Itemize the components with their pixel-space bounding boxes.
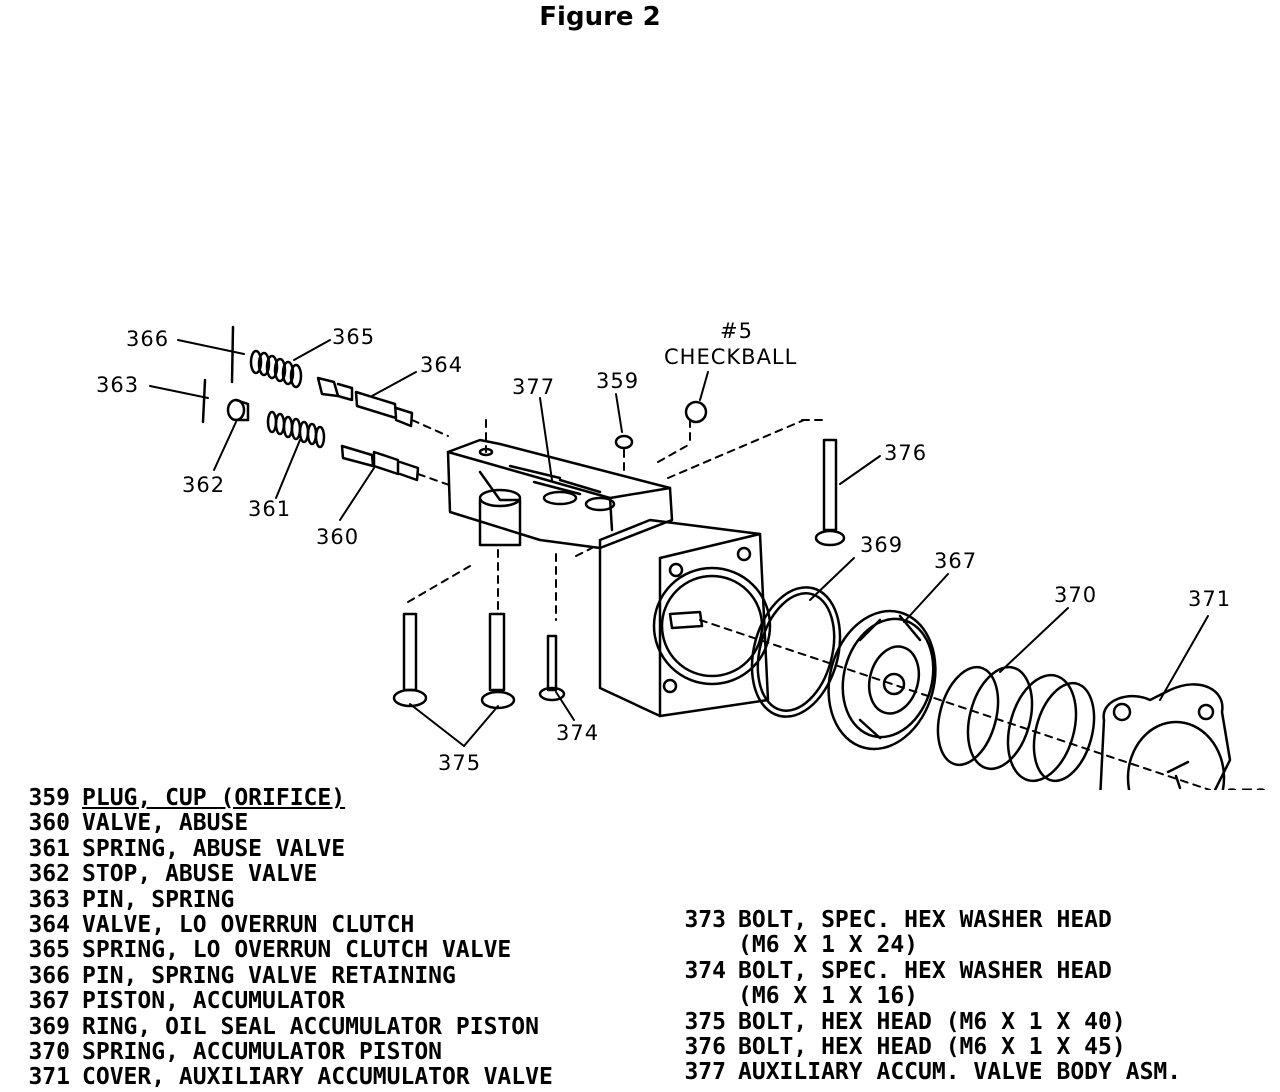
- legend-part-description: VALVE, LO OVERRUN CLUTCH: [82, 912, 415, 939]
- legend-part-description: BOLT, SPEC. HEX WASHER HEAD: [738, 907, 1112, 933]
- callout-374: 374: [556, 721, 599, 745]
- legend-part-description: RING, OIL SEAL ACCUMULATOR PISTON: [82, 1013, 539, 1040]
- legend-part-number: 360: [28, 810, 70, 837]
- legend-part-description: SPRING, ACCUMULATOR PISTON: [82, 1039, 443, 1066]
- legend-row: (M6 X 1 X 16): [664, 984, 1181, 1009]
- stop-362: [226, 398, 250, 422]
- legend-row: 376 BOLT, HEX HEAD (M6 X 1 X 45): [664, 1034, 1181, 1061]
- legend-part-description: BOLT, SPEC. HEX WASHER HEAD: [738, 957, 1112, 984]
- legend-part-description: BOLT, HEX HEAD (M6 X 1 X 45): [738, 1034, 1126, 1061]
- legend-part-number: 369: [28, 1013, 70, 1040]
- spring-370: [936, 665, 1096, 783]
- legend-part-description: COVER, AUXILIARY ACCUMULATOR VALVE: [82, 1064, 553, 1091]
- legend-part-number: 364: [28, 912, 70, 939]
- exploded-parts-diagram: 366 365 363 364 377 359 #5 CHECKBALL 376…: [96, 319, 1269, 790]
- legend-part-number: 367: [28, 988, 70, 1015]
- legend-part-description: PISTON, ACCUMULATOR: [82, 988, 346, 1015]
- legend-part-number: 374: [684, 957, 726, 984]
- legend-part-description: PIN, SPRING VALVE RETAINING: [82, 962, 456, 989]
- callout-366: 366: [126, 327, 169, 351]
- legend-row: 359 PLUG, CUP (ORIFICE): [8, 785, 553, 811]
- callout-367: 367: [934, 549, 977, 573]
- spring-361: [266, 410, 326, 449]
- legend-part-description: (M6 X 1 X 16): [738, 983, 919, 1010]
- legend-row: 371 COVER, AUXILIARY ACCUMULATOR VALVE: [8, 1064, 553, 1091]
- legend-row: 363 PIN, SPRING: [8, 886, 553, 913]
- bolts-375: [392, 612, 516, 710]
- legend-part-description: VALVE, ABUSE: [82, 810, 249, 837]
- legend-row: 374 BOLT, SPEC. HEX WASHER HEAD: [664, 957, 1181, 984]
- legend-part-description: BOLT, HEX HEAD (M6 X 1 X 40): [738, 1008, 1126, 1035]
- legend-part-number: 362: [28, 861, 70, 888]
- callout-370: 370: [1054, 583, 1097, 607]
- cover-371: [1099, 683, 1232, 790]
- callout-360: 360: [316, 525, 359, 549]
- callout-377: 377: [512, 375, 555, 399]
- legend-row: 370 SPRING, ACCUMULATOR PISTON: [8, 1039, 553, 1066]
- legend-row: 360 VALVE, ABUSE: [8, 810, 553, 837]
- plug-359: [614, 434, 634, 450]
- legend-part-number: 363: [28, 886, 70, 913]
- checkball-number: #5: [720, 319, 753, 343]
- legend-part-description: SPRING, LO OVERRUN CLUTCH VALVE: [82, 937, 512, 964]
- legend-part-description: AUXILIARY ACCUM. VALVE BODY ASM.: [738, 1059, 1182, 1086]
- legend-part-description: (M6 X 1 X 24): [738, 932, 919, 959]
- legend-part-number: 370: [28, 1039, 70, 1066]
- checkball-5: [684, 400, 708, 424]
- callout-375: 375: [438, 751, 481, 775]
- legend-row: 362 STOP, ABUSE VALVE: [8, 861, 553, 888]
- callout-362: 362: [182, 473, 225, 497]
- legend-part-number: 376: [684, 1034, 726, 1061]
- callout-376: 376: [884, 441, 927, 465]
- callout-369: 369: [860, 533, 903, 557]
- legend-row: 365 SPRING, LO OVERRUN CLUTCH VALVE: [8, 937, 553, 964]
- legend-row: 366 PIN, SPRING VALVE RETAINING: [8, 962, 553, 989]
- legend-row: (M6 X 1 X 24): [664, 933, 1181, 958]
- callout-371: 371: [1188, 587, 1231, 611]
- callout-365: 365: [332, 325, 375, 349]
- pin-363: [201, 378, 207, 424]
- legend-part-number: 361: [28, 835, 70, 862]
- legend-part-number: 366: [28, 962, 70, 989]
- legend-row: 369 RING, OIL SEAL ACCUMULATOR PISTON: [8, 1013, 553, 1040]
- legend-part-description: PIN, SPRING: [82, 886, 235, 913]
- legend-part-number: 365: [28, 937, 70, 964]
- legend-part-number: 373: [684, 907, 726, 933]
- spring-365: [249, 349, 303, 389]
- valve-360: [340, 444, 420, 482]
- legend-part-number: 359: [28, 785, 70, 811]
- legend-part-description: SPRING, ABUSE VALVE: [82, 835, 346, 862]
- legend-row: 361 SPRING, ABUSE VALVE: [8, 835, 553, 862]
- callout-373: 373: [1226, 785, 1269, 790]
- checkball-label: CHECKBALL: [664, 345, 797, 369]
- pin-366: [230, 325, 235, 384]
- callout-363: 363: [96, 373, 139, 397]
- legend-part-number: 375: [684, 1008, 726, 1035]
- legend-part-description: STOP, ABUSE VALVE: [82, 861, 318, 888]
- oring-369: [750, 586, 842, 718]
- legend-row: 373 BOLT, SPEC. HEX WASHER HEAD: [664, 907, 1181, 933]
- legend-row: 375 BOLT, HEX HEAD (M6 X 1 X 40): [664, 1008, 1181, 1035]
- legend-part-description: PLUG, CUP (ORIFICE): [82, 785, 346, 811]
- piston-367: [827, 609, 937, 751]
- legend-row: 367 PISTON, ACCUMULATOR: [8, 988, 553, 1015]
- figure-title: Figure 2: [539, 2, 661, 32]
- legend-part-number: 371: [28, 1064, 70, 1091]
- bolt-374: [538, 634, 566, 702]
- callout-361: 361: [248, 497, 291, 521]
- legend-part-number: 377: [684, 1059, 726, 1086]
- callout-359: 359: [596, 369, 639, 393]
- accumulator-housing: [598, 518, 772, 718]
- valve-body-377: [446, 438, 674, 550]
- bolt-376: [814, 438, 846, 547]
- legend-row: 364 VALVE, LO OVERRUN CLUTCH: [8, 912, 553, 939]
- callout-364: 364: [420, 353, 463, 377]
- legend-row: 377 AUXILIARY ACCUM. VALVE BODY ASM.: [664, 1059, 1182, 1086]
- valve-364: [316, 376, 414, 428]
